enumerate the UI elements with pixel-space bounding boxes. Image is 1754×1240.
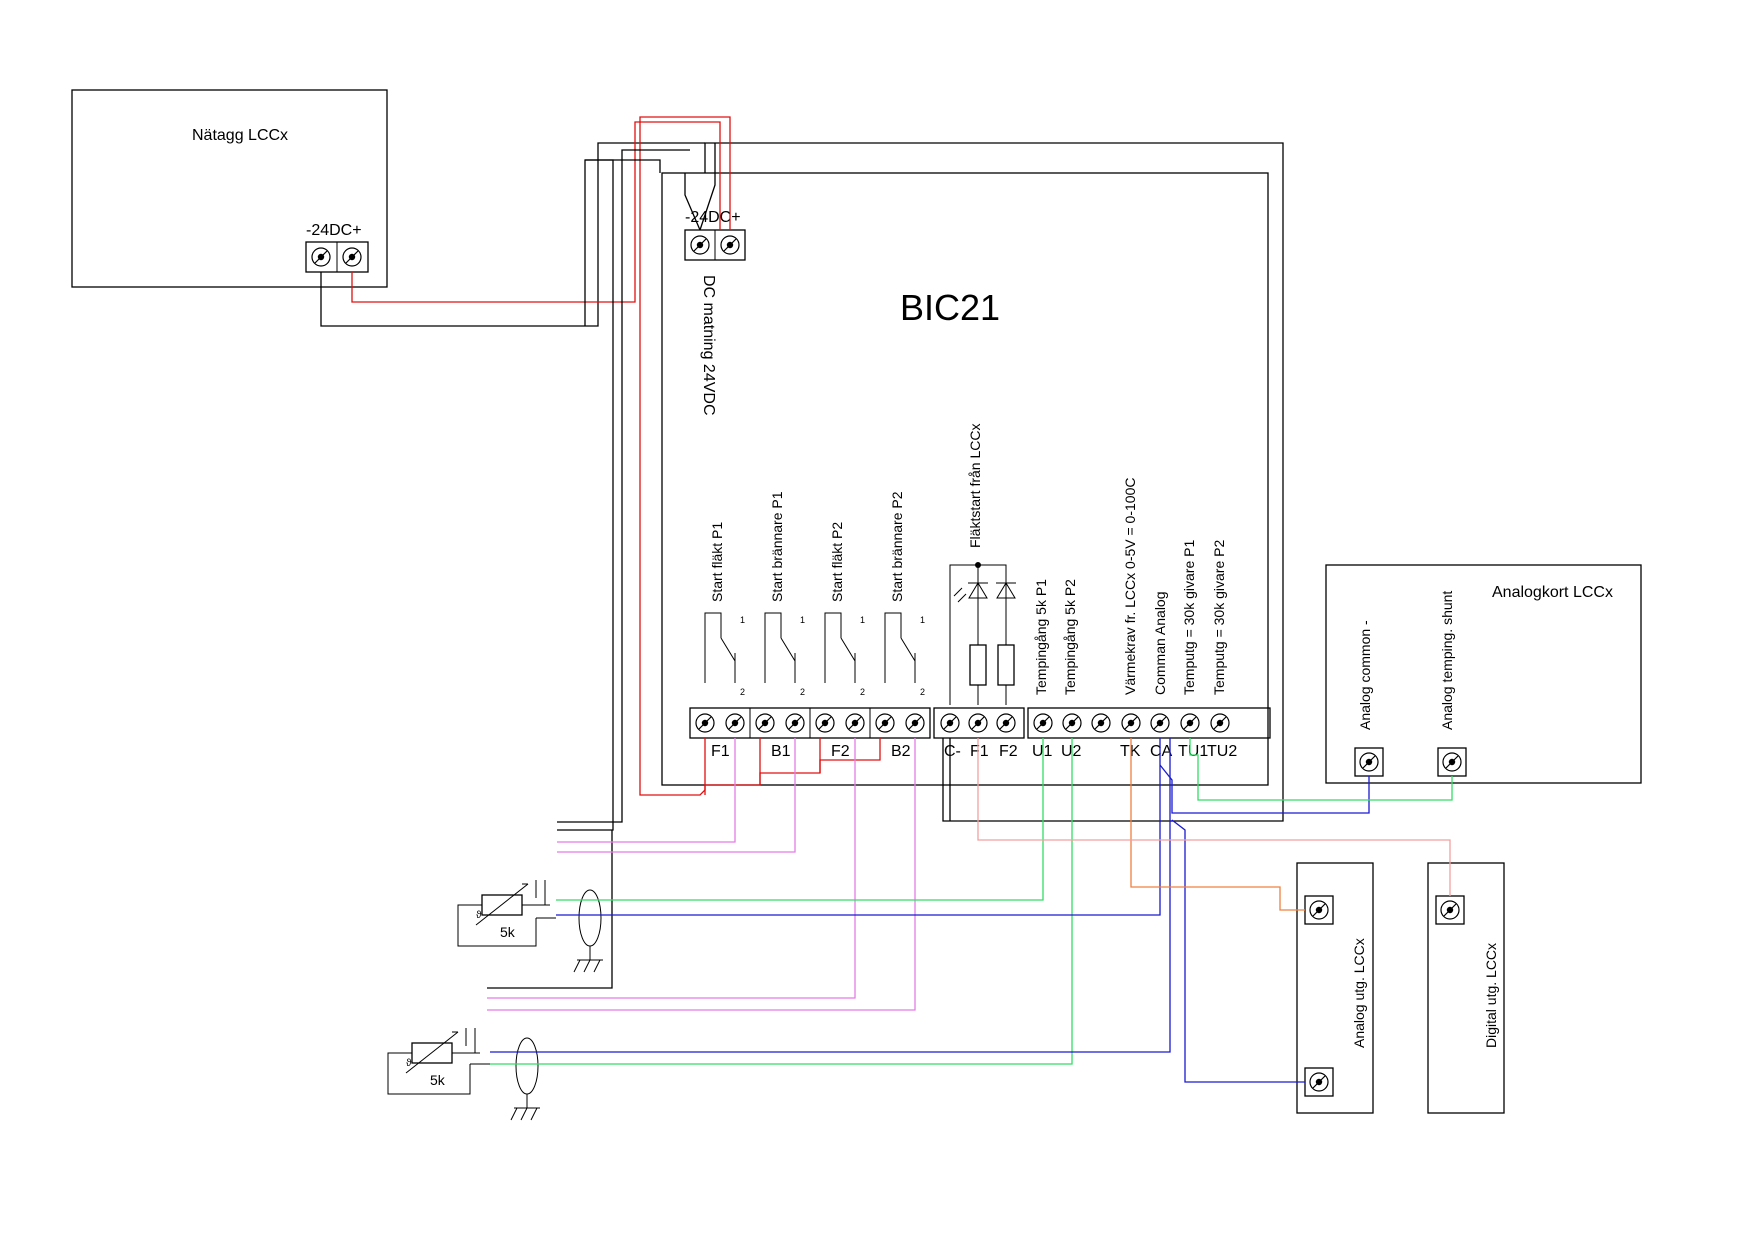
bic21-title: BIC21 <box>900 287 1000 328</box>
bic21-supply-label: -24DC+ <box>685 209 741 226</box>
bic21-supply-desc: DC matning 24VDC <box>700 275 717 416</box>
terminal-fan-f2[interactable] <box>996 713 1016 733</box>
desc-tk: Värmekrav fr. LCCx 0-5V = 0-100C <box>1122 478 1138 695</box>
psu-terminal-label: -24DC+ <box>306 222 362 239</box>
svg-text:ϑ: ϑ <box>406 1058 412 1069</box>
bic21-module: BIC21 -24DC+ DC matning 24VDC <box>661 172 1269 786</box>
sensor-1: ϑ 5k <box>457 880 603 973</box>
fan-start-desc: Fläktstart från LCCx <box>967 424 983 548</box>
fan-start-circuit: Fläktstart från LCCx <box>949 424 1016 705</box>
terminal-label-b1: B1 <box>771 743 791 760</box>
terminal-label-u1: U1 <box>1032 743 1053 760</box>
svg-text:ϑ: ϑ <box>476 910 482 921</box>
bic21-supply-minus[interactable] <box>690 235 710 255</box>
terminal-strip: F1 B1 F2 B2 C- F1 F2 U1 U2 TK CA TU1 TU2 <box>689 707 1271 760</box>
relay-f1-pin2: 2 <box>740 687 745 697</box>
bic21-supply-plus[interactable] <box>720 235 740 255</box>
terminal-tu1[interactable] <box>1180 713 1200 733</box>
analog-out-terminal-2[interactable] <box>1309 1072 1329 1092</box>
terminal-label-tu2: TU2 <box>1207 743 1237 760</box>
sensor-2-value: 5k <box>430 1072 446 1088</box>
relay-f1-pin1: 1 <box>740 615 745 625</box>
terminal-label-tu1: TU1 <box>1178 743 1208 760</box>
terminal-ca[interactable] <box>1150 713 1170 733</box>
wires <box>320 116 1453 1083</box>
desc-u2: Tempingång 5k P2 <box>1062 579 1078 695</box>
sensor-1-value: 5k <box>500 924 516 940</box>
psu-terminal-minus[interactable] <box>311 247 331 267</box>
terminal-b1-b[interactable] <box>785 713 805 733</box>
desc-tu1: Temputg = 30k givare P1 <box>1181 540 1197 695</box>
psu-unit: Nätagg LCCx -24DC+ <box>71 89 388 288</box>
terminal-label-fan-f1: F1 <box>970 743 989 760</box>
analog-out-terminal-1[interactable] <box>1309 900 1329 920</box>
analog-temping-terminal[interactable] <box>1442 752 1462 772</box>
relay-f1-desc: Start fläkt P1 <box>709 522 725 602</box>
relay-f2-desc: Start fläkt P2 <box>829 522 845 602</box>
terminal-b1-a[interactable] <box>755 713 775 733</box>
terminal-c-minus[interactable] <box>940 713 960 733</box>
terminal-f1-a[interactable] <box>695 713 715 733</box>
relay-f2-pin1: 1 <box>860 615 865 625</box>
relay-b1: 1 2 Start brännare P1 <box>764 491 805 697</box>
digital-output-title: Digital utg. LCCx <box>1483 943 1499 1048</box>
terminal-label-u2: U2 <box>1061 743 1082 760</box>
terminal-u1[interactable] <box>1033 713 1053 733</box>
terminal-f2-a[interactable] <box>815 713 835 733</box>
digital-output-unit: Digital utg. LCCx <box>1427 862 1505 1114</box>
terminal-label-ca: CA <box>1150 743 1173 760</box>
terminal-label-b2: B2 <box>891 743 911 760</box>
analog-common-desc: Analog common - <box>1357 620 1373 730</box>
relay-f1: 1 2 Start fläkt P1 <box>704 522 745 697</box>
terminal-label-fan-f2: F2 <box>999 743 1018 760</box>
digital-out-terminal[interactable] <box>1440 900 1460 920</box>
relay-f2: 1 2 Start fläkt P2 <box>824 522 865 697</box>
relay-b2-pin1: 1 <box>920 615 925 625</box>
analog-output-unit: Analog utg. LCCx <box>1296 862 1374 1114</box>
analog-card-title: Analogkort LCCx <box>1492 584 1613 601</box>
terminal-b2-a[interactable] <box>875 713 895 733</box>
relay-group: 1 2 Start fläkt P1 1 2 Start brännare P1… <box>704 491 925 697</box>
analog-output-title: Analog utg. LCCx <box>1351 938 1367 1048</box>
psu-title: Nätagg LCCx <box>192 127 288 144</box>
analog-temping-desc: Analog temping. shunt <box>1439 591 1455 730</box>
desc-u1: Tempingång 5k P1 <box>1033 579 1049 695</box>
analog-common-terminal[interactable] <box>1359 752 1379 772</box>
terminal-spare[interactable] <box>1091 713 1111 733</box>
relay-b2-desc: Start brännare P2 <box>889 491 905 602</box>
relay-b1-pin2: 2 <box>800 687 805 697</box>
analog-card: Analogkort LCCx Analog common - Analog t… <box>1325 564 1642 784</box>
terminal-label-f1: F1 <box>711 743 730 760</box>
input-descriptions: Tempingång 5k P1 Tempingång 5k P2 Värmek… <box>1033 478 1227 695</box>
sensor-2: ϑ 5k <box>387 1028 540 1121</box>
relay-f2-pin2: 2 <box>860 687 865 697</box>
psu-terminal-plus[interactable] <box>342 247 362 267</box>
terminal-f2-b[interactable] <box>845 713 865 733</box>
terminal-label-f2: F2 <box>831 743 850 760</box>
relay-b1-pin1: 1 <box>800 615 805 625</box>
terminal-b2-b[interactable] <box>905 713 925 733</box>
terminal-u2[interactable] <box>1062 713 1082 733</box>
terminal-fan-f1[interactable] <box>968 713 988 733</box>
terminal-tu2[interactable] <box>1210 713 1230 733</box>
relay-b2-pin2: 2 <box>920 687 925 697</box>
desc-tu2: Temputg = 30k givare P2 <box>1211 540 1227 695</box>
desc-ca: Comman Analog <box>1152 591 1168 695</box>
terminal-label-c-minus: C- <box>944 743 961 760</box>
relay-b1-desc: Start brännare P1 <box>769 491 785 602</box>
relay-b2: 1 2 Start brännare P2 <box>884 491 925 697</box>
terminal-f1-b[interactable] <box>725 713 745 733</box>
terminal-tk[interactable] <box>1121 713 1141 733</box>
